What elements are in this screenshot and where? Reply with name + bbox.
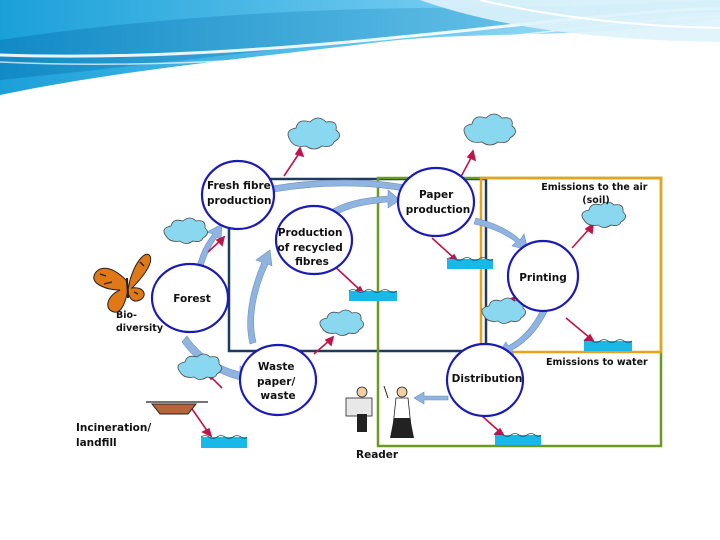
label-distribution: Distribution [452, 373, 523, 385]
label-waste: Waste paper/ waste [257, 361, 299, 402]
circle-distribution [445, 342, 525, 418]
circle-printing [506, 239, 580, 313]
slide-title: Life cycle – identify the boundaries [108, 87, 476, 114]
water-icon [446, 257, 494, 269]
cloud-icon [287, 117, 340, 150]
header-waves [0, 0, 720, 95]
cloud-icon [163, 217, 208, 244]
label-fresh-fibre: Fresh fibre production [207, 180, 274, 207]
clouds [163, 113, 626, 380]
cloud-icon [177, 353, 222, 380]
water-icon [200, 435, 248, 448]
cloud-icon [481, 297, 526, 324]
cloud-icon [319, 309, 364, 336]
stage-circles [150, 159, 580, 418]
circle-waste [238, 343, 318, 417]
landfill-icon [146, 401, 208, 415]
water-icon [494, 433, 542, 445]
label-reader: Reader [356, 449, 399, 461]
water-blocks [200, 257, 633, 448]
label-emissions-water: Emissions to water [546, 357, 648, 368]
circle-fresh-fibre [200, 159, 276, 231]
label-paper-production: Paper production [406, 189, 470, 216]
label-forest: Forest [173, 293, 211, 305]
circle-forest [150, 262, 230, 334]
cloud-icon [463, 113, 516, 146]
circle-paper-production [396, 166, 476, 238]
circle-recycled-fibres [274, 204, 354, 276]
cloud-icon [581, 201, 626, 228]
label-incineration: Incineration/ landfill [76, 422, 155, 449]
water-icon [348, 289, 398, 301]
label-printing: Printing [519, 272, 567, 284]
flow-arrows [181, 179, 549, 405]
water-icon [583, 339, 633, 351]
label-recycled-fibres: Production of recycled fibres [278, 227, 347, 268]
butterfly-icon [93, 253, 152, 313]
label-emissions-air: Emissions to the air (soil) [541, 182, 651, 206]
reader-icon [345, 385, 414, 438]
label-biodiversity: Bio- diversity [116, 310, 164, 334]
